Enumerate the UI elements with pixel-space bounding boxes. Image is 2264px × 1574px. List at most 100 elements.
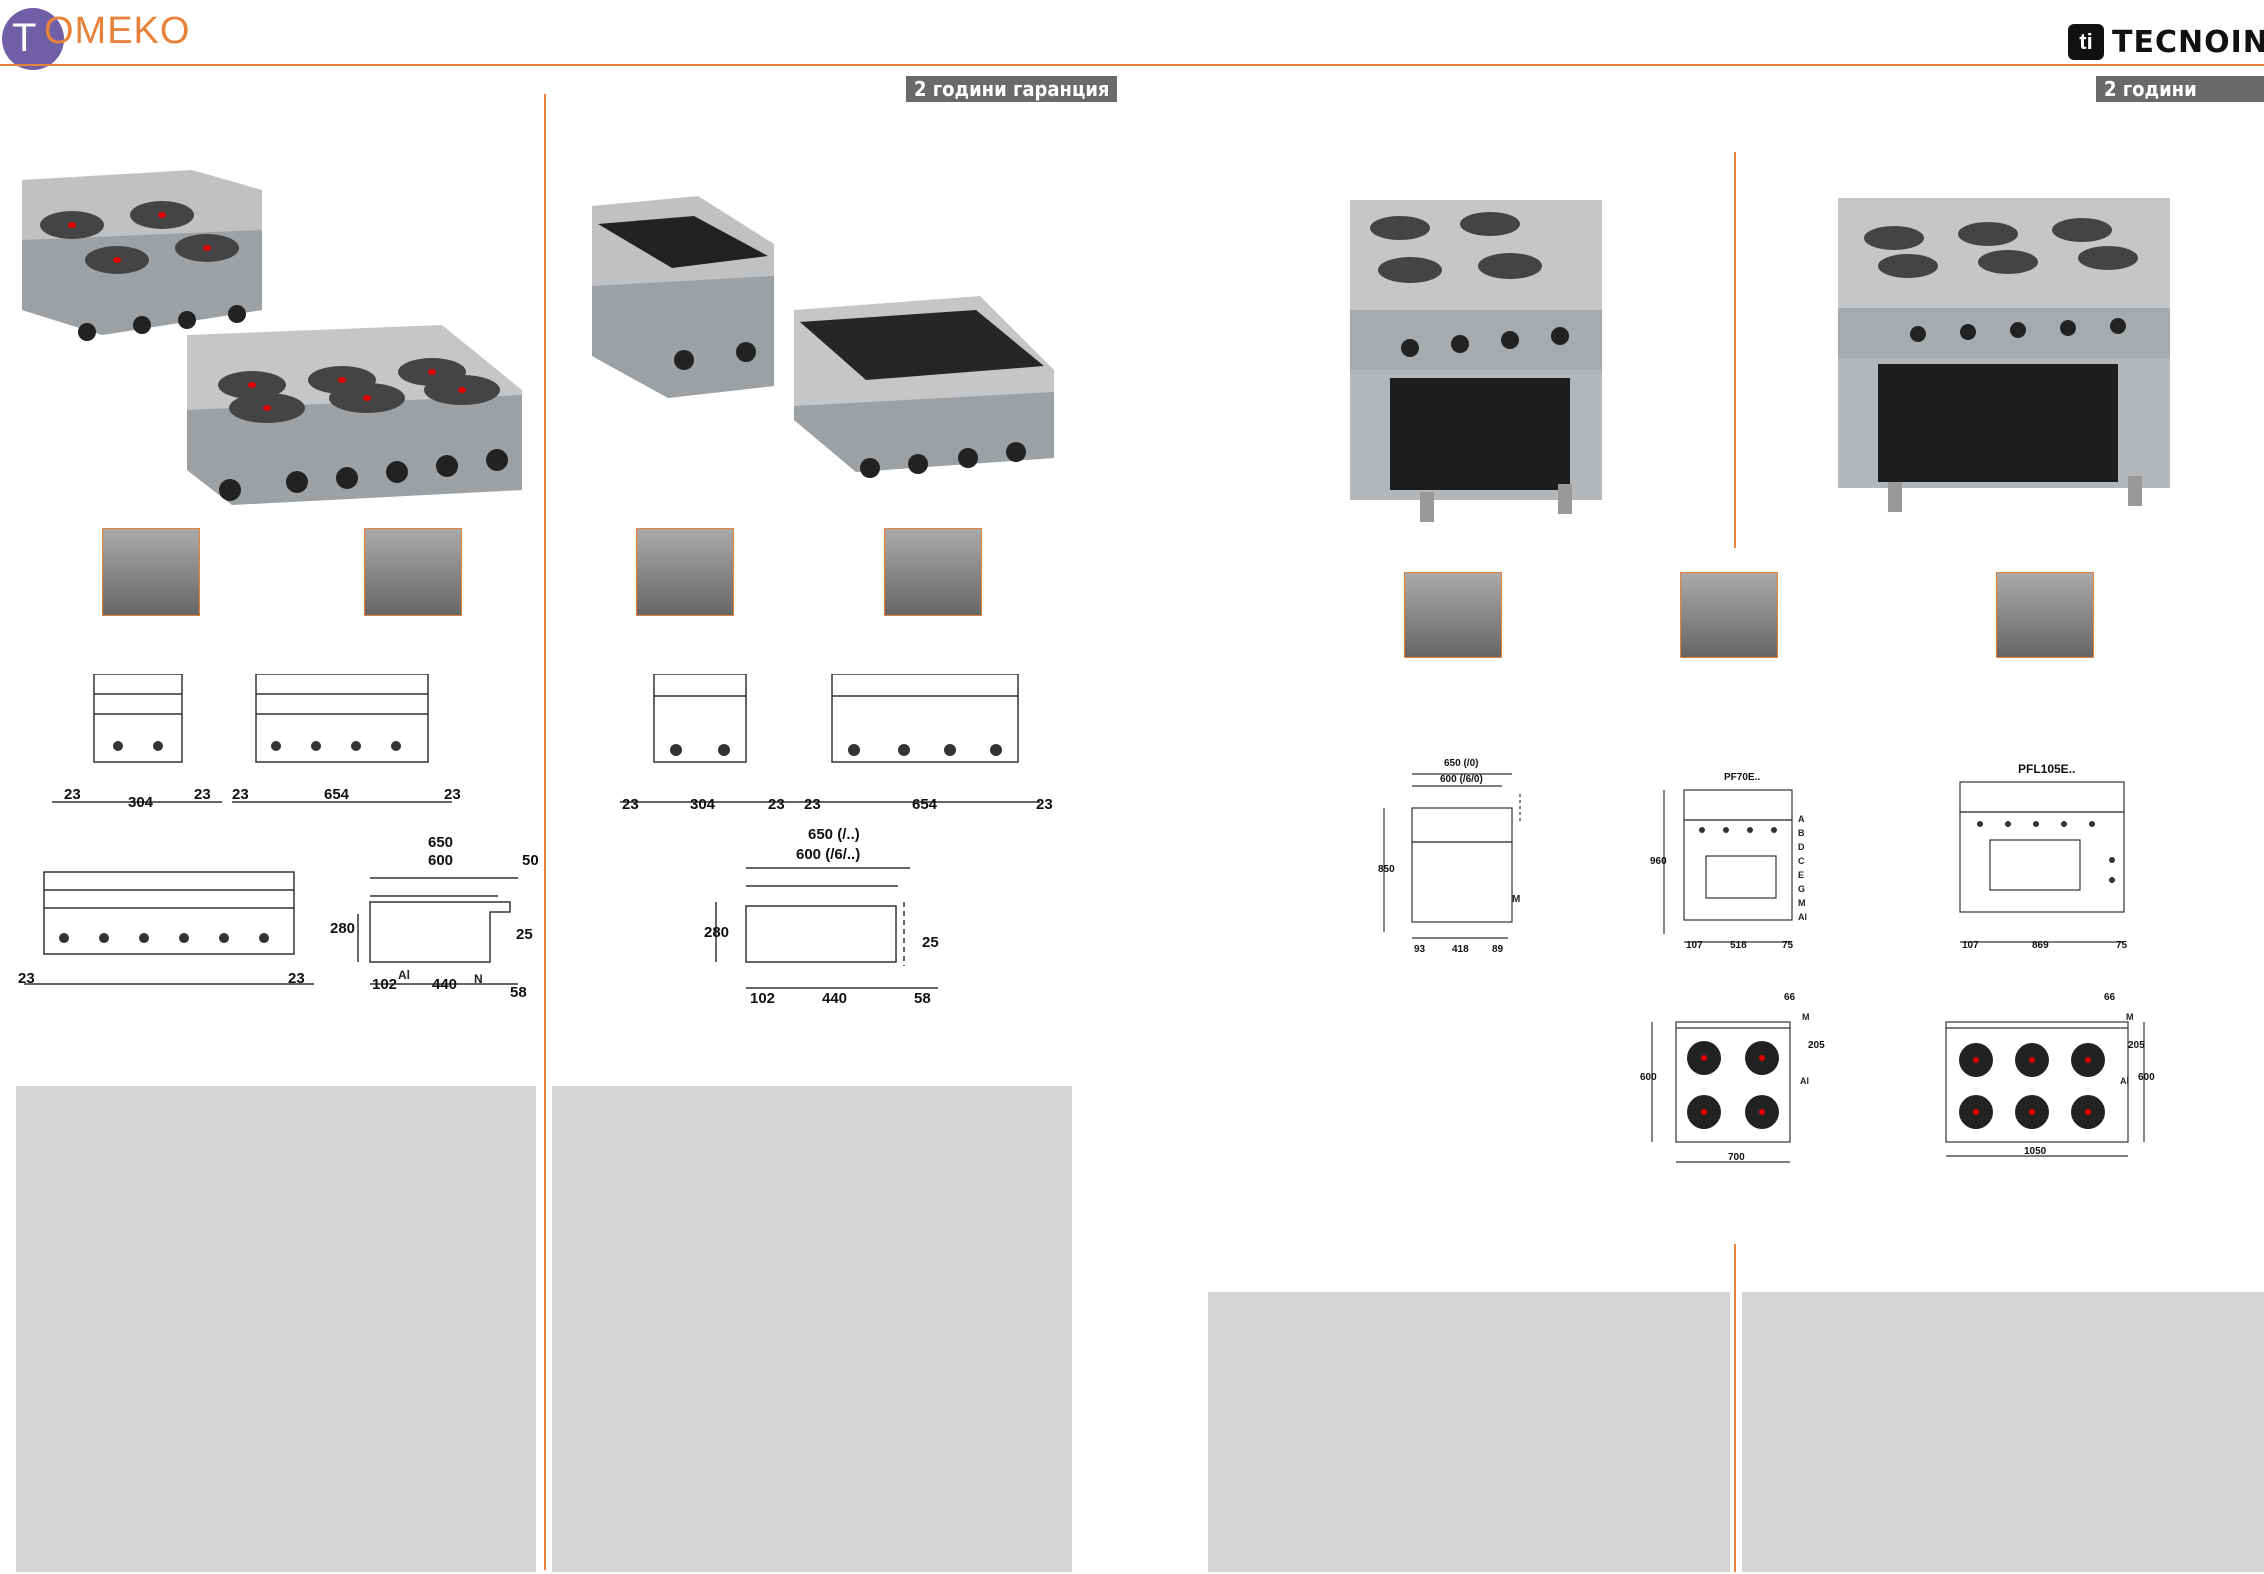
dim-label: 66 xyxy=(2104,992,2116,1003)
marker-label: B xyxy=(1798,828,1805,838)
marker-label: Al xyxy=(1798,912,1807,922)
marker-label: Al xyxy=(2120,1076,2129,1086)
detail-thumb-oven xyxy=(1404,572,1502,658)
dim-label: 23 xyxy=(804,796,821,813)
side-view-drawing-pf70 xyxy=(1383,773,1521,939)
dim-label: 75 xyxy=(1782,940,1794,951)
dim-label: 23 xyxy=(18,970,35,987)
dim-label: 654 xyxy=(324,786,350,803)
dim-label: 418 xyxy=(1452,944,1469,955)
spec-box-panel-3 xyxy=(1208,1292,1730,1572)
dim-label: 58 xyxy=(914,990,931,1007)
dim-label: 650 xyxy=(428,834,454,851)
dim-label: 89 xyxy=(1492,944,1504,955)
dim-label: 102 xyxy=(372,976,398,993)
dim-label: 23 xyxy=(194,786,211,803)
dim-label: 23 xyxy=(64,786,81,803)
product-image-range-pfl105 xyxy=(1838,198,2170,512)
front-view-drawing-pfl105 xyxy=(1959,781,2125,943)
dim-label: 600 xyxy=(428,852,454,869)
detail-thumb-knob xyxy=(364,528,462,616)
dim-label: 700 xyxy=(1728,1152,1745,1163)
dim-label: 25 xyxy=(516,926,533,943)
dim-label: 440 xyxy=(432,976,458,993)
top-view-drawing-pf70 xyxy=(1651,1021,1791,1163)
panel-divider-3-top xyxy=(1734,152,1736,548)
dim-label: 440 xyxy=(822,990,848,1007)
marker-label: M xyxy=(1512,894,1521,905)
panel-divider-3-bottom xyxy=(1734,1244,1736,1572)
spec-box-panel-4 xyxy=(1742,1292,2264,1572)
dim-label: 23 xyxy=(288,970,305,987)
dim-label: 205 xyxy=(1808,1040,1825,1051)
marker-label: M xyxy=(1802,1012,1810,1022)
marker-label: Al xyxy=(1800,1076,1809,1086)
marker-label: N xyxy=(474,972,483,986)
front-view-drawing-hob-6 xyxy=(24,871,518,985)
model-title-pfl105: PFL105E.. xyxy=(2018,762,2076,776)
front-view-drawings-hob xyxy=(52,674,452,803)
dim-label: 304 xyxy=(690,796,716,813)
marker-label: E xyxy=(1798,870,1805,880)
tecnoinox-logo-text: TECNOINOX xyxy=(2112,24,2264,60)
dim-label: 23 xyxy=(232,786,249,803)
warranty-badge-left: 2 години гаранция xyxy=(906,76,1118,102)
dim-label: 50 xyxy=(522,852,539,869)
dim-label: 600 xyxy=(2138,1072,2155,1083)
dim-label: 23 xyxy=(622,796,639,813)
dim-label: 654 xyxy=(912,796,938,813)
marker-label: C xyxy=(1798,856,1805,866)
detail-thumb-knob xyxy=(884,528,982,616)
dim-label: 280 xyxy=(330,920,356,937)
tecnoinox-logo-mark: ti xyxy=(2068,24,2104,60)
side-view-drawing-ceramic xyxy=(715,867,938,989)
top-view-drawing-pfl105 xyxy=(1945,1021,2145,1157)
dim-label: 600 (/6/..) xyxy=(796,846,861,863)
model-title-pf70: PF70E.. xyxy=(1724,772,1761,783)
dim-label: 102 xyxy=(750,990,776,1007)
dim-label: 304 xyxy=(128,794,154,811)
dim-label: 25 xyxy=(922,934,939,951)
dim-label: 518 xyxy=(1730,940,1747,951)
detail-thumb-plates xyxy=(1680,572,1778,658)
marker-label: Al xyxy=(398,968,410,982)
front-view-drawing-pf70 xyxy=(1663,789,1793,943)
spec-box-panel-1 xyxy=(16,1086,536,1572)
dim-label: 66 xyxy=(1784,992,1796,1003)
dim-label: 650 (/..) xyxy=(808,826,860,843)
spec-box-panel-2 xyxy=(552,1086,1072,1572)
marker-label: A xyxy=(1798,814,1805,824)
detail-thumb-plates xyxy=(102,528,200,616)
detail-thumb-ceramic xyxy=(636,528,734,616)
tomeko-logo-mark: T xyxy=(2,8,64,70)
marker-label: G xyxy=(1798,884,1806,894)
dim-label: 600 xyxy=(1640,1072,1657,1083)
product-image-electric-hob-4-6 xyxy=(22,170,522,505)
dim-label: 107 xyxy=(1962,940,1979,951)
dim-label: 23 xyxy=(1036,796,1053,813)
dim-label: 205 xyxy=(2128,1040,2145,1051)
product-image-range-pf70 xyxy=(1350,200,1602,522)
tomeko-logo-text: OMEKO xyxy=(44,10,191,52)
dim-label: 1050 xyxy=(2024,1146,2047,1157)
tomeko-logo: T OMEKO xyxy=(0,0,230,80)
product-image-ceramic-hob xyxy=(592,196,1054,478)
tecnoinox-logo: ti TECNOINOX xyxy=(2068,20,2264,64)
header-divider xyxy=(0,64,2264,66)
warranty-badge-right: 2 години гаранция xyxy=(2096,76,2264,127)
panel-divider-1 xyxy=(544,94,546,1570)
dim-label: 75 xyxy=(2116,940,2128,951)
dim-label: 600 (/6/0) xyxy=(1440,774,1483,785)
detail-thumb-knob xyxy=(1996,572,2094,658)
marker-label: M xyxy=(2126,1012,2134,1022)
dim-label: 107 xyxy=(1686,940,1703,951)
dim-label: 960 xyxy=(1650,856,1667,867)
front-view-drawings-ceramic xyxy=(620,674,1040,803)
dim-label: 23 xyxy=(768,796,785,813)
dim-label: 869 xyxy=(2032,940,2049,951)
marker-label: D xyxy=(1798,842,1805,852)
dim-label: 650 (/0) xyxy=(1444,758,1479,769)
dim-label: 58 xyxy=(510,984,527,1001)
marker-label: M xyxy=(1798,898,1806,908)
dim-label: 23 xyxy=(444,786,461,803)
